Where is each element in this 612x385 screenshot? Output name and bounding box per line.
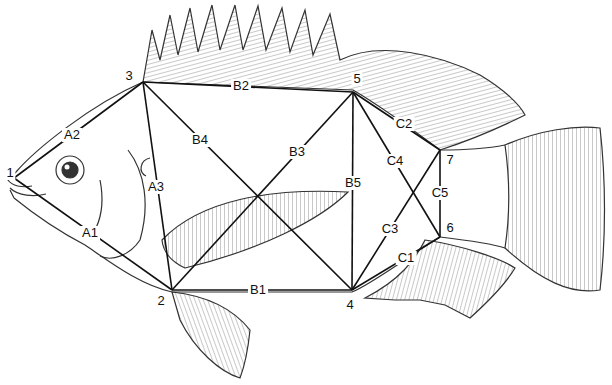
dorsal-fin <box>143 5 525 150</box>
truss-label: C2 <box>394 117 415 131</box>
truss-label: B5 <box>343 176 363 190</box>
landmark-number: 5 <box>351 72 362 86</box>
landmark-number: 7 <box>444 153 455 167</box>
truss-label: C1 <box>396 251 417 265</box>
truss-line <box>353 92 440 237</box>
cheek-line <box>96 180 102 228</box>
body-outline <box>14 82 440 292</box>
landmark-number: 2 <box>155 294 166 308</box>
operculum <box>100 150 145 258</box>
truss-line <box>14 178 172 290</box>
truss-line <box>143 82 172 290</box>
pelvic-fin <box>172 292 250 378</box>
caudal-fin <box>505 127 605 291</box>
fish-outline <box>8 5 605 378</box>
gill-mark <box>141 158 150 176</box>
landmark-number: 1 <box>4 166 15 180</box>
truss-lines <box>14 82 440 290</box>
truss-label: A2 <box>62 128 82 142</box>
truss-line <box>353 92 440 150</box>
landmark-number: 3 <box>123 69 134 83</box>
truss-label: A3 <box>146 180 166 194</box>
truss-label: B2 <box>231 79 251 93</box>
truss-line <box>352 237 440 290</box>
truss-label: A1 <box>80 226 100 240</box>
eye-highlight <box>65 165 70 170</box>
landmark-number: 6 <box>444 221 455 235</box>
truss-label: B4 <box>190 133 210 147</box>
eye <box>56 156 84 184</box>
truss-line <box>352 150 440 290</box>
truss-label: C4 <box>385 154 406 168</box>
truss-line <box>352 92 353 290</box>
pupil <box>62 162 78 178</box>
truss-line <box>143 82 352 290</box>
anal-fin <box>365 240 515 318</box>
truss-label: B3 <box>287 145 307 159</box>
pectoral-fin <box>162 191 348 268</box>
truss-line <box>172 92 353 290</box>
truss-label: B1 <box>248 283 268 297</box>
truss-label: C5 <box>430 186 451 200</box>
landmark-number: 4 <box>344 298 355 312</box>
truss-label: C3 <box>380 222 401 236</box>
truss-line <box>14 82 143 178</box>
